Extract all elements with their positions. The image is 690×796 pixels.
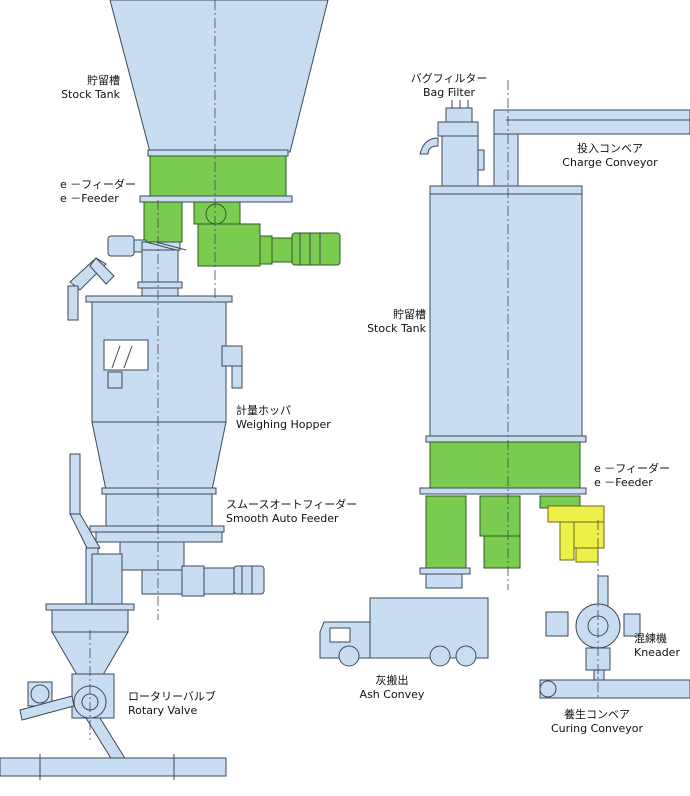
- label-weighing-hopper-ja: 計量ホッパ: [236, 404, 291, 417]
- label-ash-convey: 灰搬出 Ash Convey: [352, 674, 432, 702]
- label-stock-tank-right-ja: 貯留槽: [393, 308, 426, 321]
- curing-conveyor: [539, 679, 690, 699]
- right-stock-tank-body: [425, 185, 587, 443]
- ash-truck: [319, 597, 489, 667]
- charge-conveyor: [493, 109, 690, 189]
- right-chute-lower: [425, 573, 463, 589]
- label-charge-conveyor: 投入コンベア Charge Conveyor: [558, 142, 662, 170]
- left-chute: [137, 249, 183, 299]
- left-motor-small: [107, 235, 187, 257]
- label-kneader: 混練機 Kneader: [634, 632, 680, 660]
- label-weighing-hopper-en: Weighing Hopper: [236, 418, 331, 431]
- kneader-feed: [547, 505, 605, 563]
- left-e-feeder: [139, 155, 341, 267]
- label-bag-filter: バグフィルター Bag Filter: [404, 72, 494, 100]
- left-conveyor-pipe: [0, 717, 227, 780]
- left-side-pipe: [69, 453, 123, 609]
- label-stock-tank-left-ja: 貯留槽: [87, 74, 120, 87]
- label-rotary-valve-ja: ロータリーバルブ: [128, 690, 216, 703]
- label-rotary-valve-en: Rotary Valve: [128, 704, 198, 717]
- label-e-feeder-right-en: e －Feeder: [594, 476, 653, 489]
- label-charge-conveyor-en: Charge Conveyor: [562, 156, 658, 169]
- smooth-auto-feeder-unit: [119, 541, 265, 597]
- left-stock-tank: [109, 0, 329, 157]
- label-e-feeder-left-ja: e －フィーダー: [60, 178, 137, 191]
- label-stock-tank-right-en: Stock Tank: [367, 322, 426, 335]
- label-weighing-hopper: 計量ホッパ Weighing Hopper: [236, 404, 331, 432]
- label-e-feeder-left: e －フィーダー e －Feeder: [60, 178, 136, 206]
- label-e-feeder-right: e －フィーダー e －Feeder: [594, 462, 670, 490]
- label-kneader-ja: 混練機: [634, 632, 667, 645]
- label-charge-conveyor-ja: 投入コンベア: [577, 142, 643, 155]
- label-curing-conveyor-en: Curing Conveyor: [550, 722, 644, 735]
- label-smooth-auto-feeder-ja: スムースオートフィーダー: [226, 498, 358, 511]
- label-smooth-auto-feeder-en: Smooth Auto Feeder: [226, 512, 339, 525]
- rotary-valve-unit: [19, 673, 115, 721]
- bag-filter: [419, 100, 485, 187]
- label-e-feeder-right-ja: e －フィーダー: [594, 462, 671, 475]
- left-vent-pipe: [67, 257, 115, 321]
- right-e-feeder: [419, 441, 587, 575]
- label-curing-conveyor-ja: 養生コンベア: [564, 708, 630, 721]
- label-e-feeder-left-en: e －Feeder: [60, 192, 119, 205]
- label-bag-filter-ja: バグフィルター: [410, 72, 488, 85]
- label-stock-tank-right: 貯留槽 Stock Tank: [346, 308, 426, 336]
- kneader-unit: [545, 575, 641, 685]
- weighing-hopper-body: [85, 295, 243, 543]
- label-stock-tank-left-en: Stock Tank: [61, 88, 120, 101]
- label-bag-filter-en: Bag Filter: [422, 86, 475, 99]
- label-ash-convey-en: Ash Convey: [359, 688, 425, 701]
- label-stock-tank-left: 貯留槽 Stock Tank: [40, 74, 120, 102]
- label-kneader-en: Kneader: [634, 646, 680, 659]
- label-curing-conveyor: 養生コンベア Curing Conveyor: [542, 708, 652, 736]
- label-ash-convey-ja: 灰搬出: [375, 674, 409, 687]
- label-rotary-valve: ロータリーバルブ Rotary Valve: [128, 690, 216, 718]
- label-smooth-auto-feeder: スムースオートフィーダー Smooth Auto Feeder: [226, 498, 357, 526]
